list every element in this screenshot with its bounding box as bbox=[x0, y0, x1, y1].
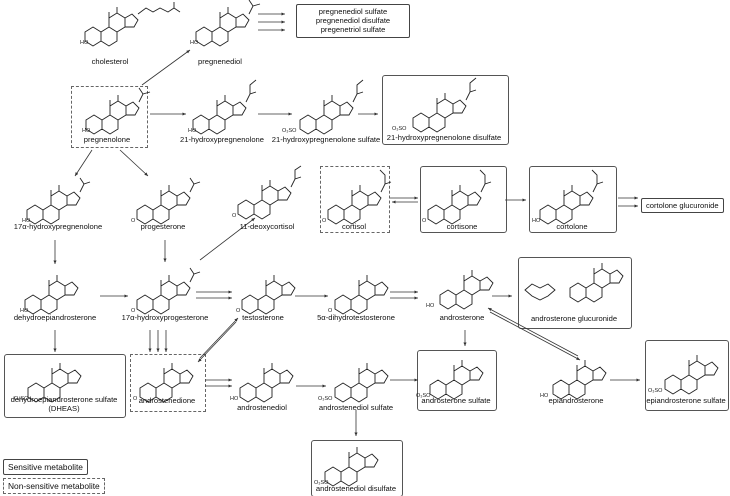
hydroxypregnenolone21-structure bbox=[192, 79, 257, 135]
label-pregnenolone: pregnenolone bbox=[83, 135, 131, 144]
label-dheas: dehydroepiandrosterone sulfate (DHEAS) bbox=[10, 395, 118, 413]
label-cortolone: cortolone bbox=[556, 222, 588, 231]
svg-text:HO: HO bbox=[230, 396, 239, 402]
label-5a-dihydrotestosterone: 5α-dihydrotestosterone bbox=[317, 313, 395, 322]
androstenediol-sulfate-structure bbox=[334, 362, 389, 403]
svg-text:O: O bbox=[131, 308, 136, 314]
label-androstenediol-disulfate: androstenediol disulfate bbox=[315, 484, 397, 493]
svg-text:O₃SO: O₃SO bbox=[318, 396, 333, 402]
hydroxypregnenolone17-structure bbox=[26, 177, 91, 225]
dihydrotestosterone-structure bbox=[334, 274, 389, 315]
cortolone-glucuronide-box: cortolone glucuronide bbox=[641, 198, 724, 214]
epiandrosterone-sulfate-box bbox=[645, 340, 729, 411]
product-pregnenediol-disulfate: pregnenediol disulfate bbox=[315, 16, 391, 26]
hydroxypregnenolone21-disulfate-box bbox=[382, 75, 509, 145]
svg-text:O₃SO: O₃SO bbox=[14, 396, 29, 402]
androsterone-glucuronide-box bbox=[518, 257, 632, 329]
svg-text:O: O bbox=[232, 213, 237, 219]
svg-text:O₃SO: O₃SO bbox=[282, 128, 297, 134]
svg-text:HO: HO bbox=[22, 218, 31, 224]
svg-text:HO: HO bbox=[190, 40, 199, 46]
hydroxypregnenolone21-sulfate-structure bbox=[299, 79, 364, 135]
legend-non-sensitive: Non-sensitive metabolite bbox=[3, 478, 105, 494]
cortolone-box bbox=[529, 166, 617, 233]
svg-text:HO: HO bbox=[426, 303, 435, 309]
reaction-arrows bbox=[53, 12, 640, 436]
label-progesterone: progesterone bbox=[140, 222, 186, 231]
svg-text:O₃SO: O₃SO bbox=[314, 480, 329, 486]
label-21-hydroxypregnenolone-sulfate: 21-hydroxypregnenolone sulfate bbox=[271, 135, 381, 144]
hydroxyprogesterone17-structure bbox=[136, 267, 201, 315]
hydroxypregnenolone21-disulfate-structure bbox=[412, 77, 477, 133]
label-cortisone: cortisone bbox=[446, 222, 478, 231]
pregnenediol-structure bbox=[195, 0, 261, 47]
label-epiandrosterone: epiandrosterone bbox=[548, 396, 604, 405]
label-androstenediol: androstenediol bbox=[237, 403, 287, 412]
androstenedione-box-nonsensitive bbox=[130, 354, 206, 412]
svg-text:O₃SO: O₃SO bbox=[392, 126, 407, 132]
svg-text:O: O bbox=[131, 218, 136, 224]
epiandrosterone-sulfate-structure bbox=[664, 354, 719, 395]
androstenediol-disulfate-structure bbox=[324, 446, 379, 487]
label-21-hydroxypregnenolone-disulfate: 21-hydroxypregnenolone disulfate bbox=[386, 133, 502, 142]
svg-text:O: O bbox=[422, 218, 427, 224]
androstenediol-structure bbox=[239, 362, 294, 403]
label-21-hydroxypregnenolone: 21-hydroxypregnenolone bbox=[179, 135, 265, 144]
deoxycortisol11-structure bbox=[237, 165, 302, 220]
dhea-structure bbox=[24, 274, 79, 315]
cortisone-structure bbox=[427, 169, 492, 225]
label-17a-hydroxypregnenolone: 17α-hydroxypregnenolone bbox=[13, 222, 103, 231]
legend-sensitive: Sensitive metabolite bbox=[3, 459, 88, 475]
svg-text:O: O bbox=[236, 308, 241, 314]
androsterone-sulfate-structure bbox=[429, 359, 484, 400]
epiandrosterone-structure bbox=[552, 359, 607, 400]
product-pregnenetriol-sulfate: pregenetriol sulfate bbox=[320, 25, 386, 35]
androsterone-structure bbox=[439, 269, 494, 310]
cortolone-structure bbox=[539, 169, 604, 225]
svg-text:HO: HO bbox=[540, 393, 549, 399]
svg-text:O: O bbox=[133, 396, 138, 402]
label-cholesterol: cholesterol bbox=[91, 57, 129, 66]
pregnenolone-box-nonsensitive bbox=[71, 86, 148, 148]
cortisol-box-nonsensitive bbox=[320, 166, 390, 233]
label-dehydroepiandrosterone: dehydroepiandrosterone bbox=[13, 313, 97, 322]
svg-text:O₃SO: O₃SO bbox=[648, 388, 663, 394]
label-pregnenediol: pregnenediol bbox=[198, 57, 242, 66]
label-cortisol: cortisol bbox=[341, 222, 367, 231]
label-androsterone-sulfate: androsterone sulfate bbox=[421, 396, 491, 405]
cholesterol-structure bbox=[84, 2, 181, 47]
testosterone-structure bbox=[241, 274, 296, 315]
label-androstenedione: androstenedione bbox=[138, 396, 196, 405]
svg-text:HO: HO bbox=[532, 218, 541, 224]
label-17a-hydroxyprogesterone: 17α-hydroxyprogesterone bbox=[121, 313, 209, 322]
androstenediol-disulfate-box bbox=[311, 440, 403, 496]
product-pregnenediol-sulfate: pregnenediol sulfate bbox=[318, 7, 388, 16]
cortisol-structure bbox=[327, 169, 392, 225]
label-11-deoxycortisol: 11-deoxycortisol bbox=[239, 222, 295, 231]
androsterone-glucuronide-structure bbox=[524, 262, 624, 303]
svg-text:HO: HO bbox=[20, 308, 29, 314]
svg-text:HO: HO bbox=[82, 128, 91, 134]
label-androsterone-glucuronide: androsterone glucuronide bbox=[530, 314, 618, 323]
pregnenediol-products-box: pregnenediol sulfate pregnenediol disulf… bbox=[296, 4, 410, 38]
svg-text:HO: HO bbox=[188, 128, 197, 134]
pregnenolone-structure bbox=[85, 87, 151, 135]
label-testosterone: testosterone bbox=[242, 313, 284, 322]
dheas-box bbox=[4, 354, 126, 418]
progesterone-structure bbox=[136, 177, 201, 225]
svg-text:O: O bbox=[322, 218, 327, 224]
label-epiandrosterone-sulfate: epiandrosterone sulfate bbox=[646, 396, 726, 405]
cortisone-box bbox=[420, 166, 507, 233]
label-androstenediol-sulfate: androstenediol sulfate bbox=[318, 403, 394, 412]
svg-text:O: O bbox=[328, 308, 333, 314]
svg-text:HO: HO bbox=[80, 40, 89, 46]
svg-text:O₃SO: O₃SO bbox=[416, 393, 431, 399]
label-androsterone: androsterone bbox=[439, 313, 485, 322]
